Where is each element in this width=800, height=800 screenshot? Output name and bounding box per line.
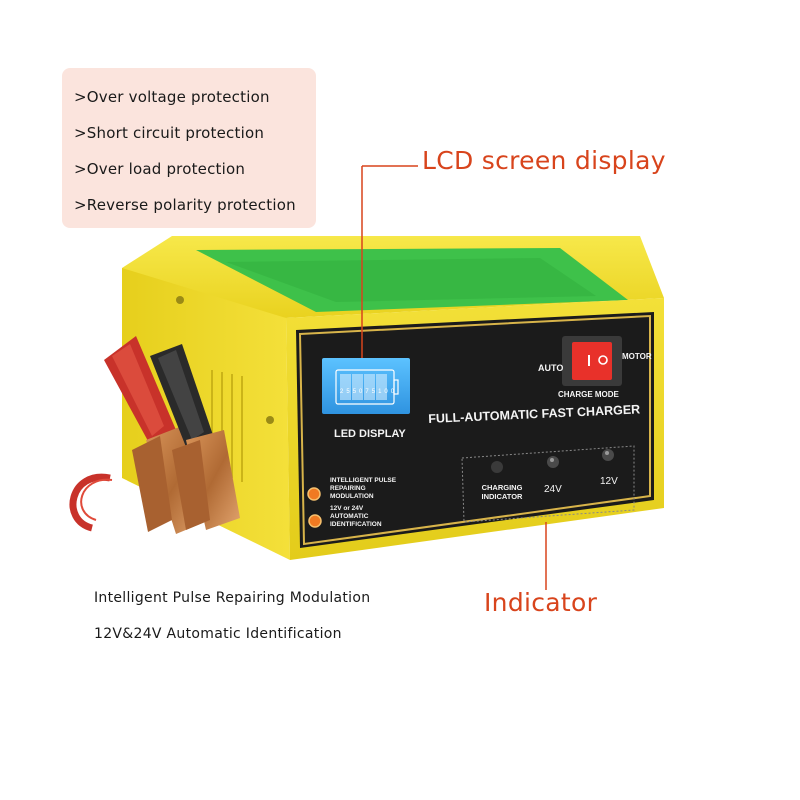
green-label — [196, 248, 628, 312]
led-12v — [602, 449, 614, 461]
feature-list-box: >Over voltage protection >Short circuit … — [62, 68, 316, 228]
switch-housing — [562, 336, 622, 386]
casing-side — [122, 268, 290, 560]
led-display-label: LED DISPLAY — [334, 428, 406, 440]
charging-led — [491, 461, 503, 473]
panel-feature-1: INTELLIGENT PULSE REPAIRING MODULATION — [330, 477, 397, 500]
lcd-screen — [322, 358, 410, 414]
charge-mode-label: CHARGE MODE — [558, 390, 619, 399]
panel-feature-2: 12V or 24V AUTOMATIC IDENTIFICATION — [330, 505, 382, 528]
caption-pulse-repair: Intelligent Pulse Repairing Modulation — [94, 590, 371, 606]
indicator-24v-label: 24V — [544, 484, 562, 495]
caption-auto-identification: 12V&24V Automatic Identification — [94, 626, 342, 642]
led-24v — [547, 456, 559, 468]
feature-item: >Reverse polarity protection — [74, 196, 296, 214]
indicator-12v-label: 12V — [600, 476, 618, 487]
lcd-callout-label: LCD screen display — [422, 146, 666, 175]
lcd-callout-line — [361, 165, 418, 358]
switch-motor-label: MOTOR — [622, 352, 652, 361]
rocker-switch — [572, 342, 612, 380]
indicator-callout-label: Indicator — [484, 588, 598, 617]
feature-item: >Short circuit protection — [74, 124, 265, 142]
feature-item: >Over load protection — [74, 160, 246, 178]
charging-indicator-label: CHARGING INDICATOR — [481, 483, 523, 501]
switch-auto-label: AUTO — [538, 363, 564, 373]
feature-item: >Over voltage protection — [74, 88, 270, 106]
lcd-levels: 255075100 — [340, 389, 398, 395]
casing-top — [122, 236, 664, 318]
black-clamp — [150, 344, 240, 530]
red-clamp — [104, 336, 210, 534]
device-title: FULL-AUTOMATIC FAST CHARGER — [428, 402, 641, 426]
